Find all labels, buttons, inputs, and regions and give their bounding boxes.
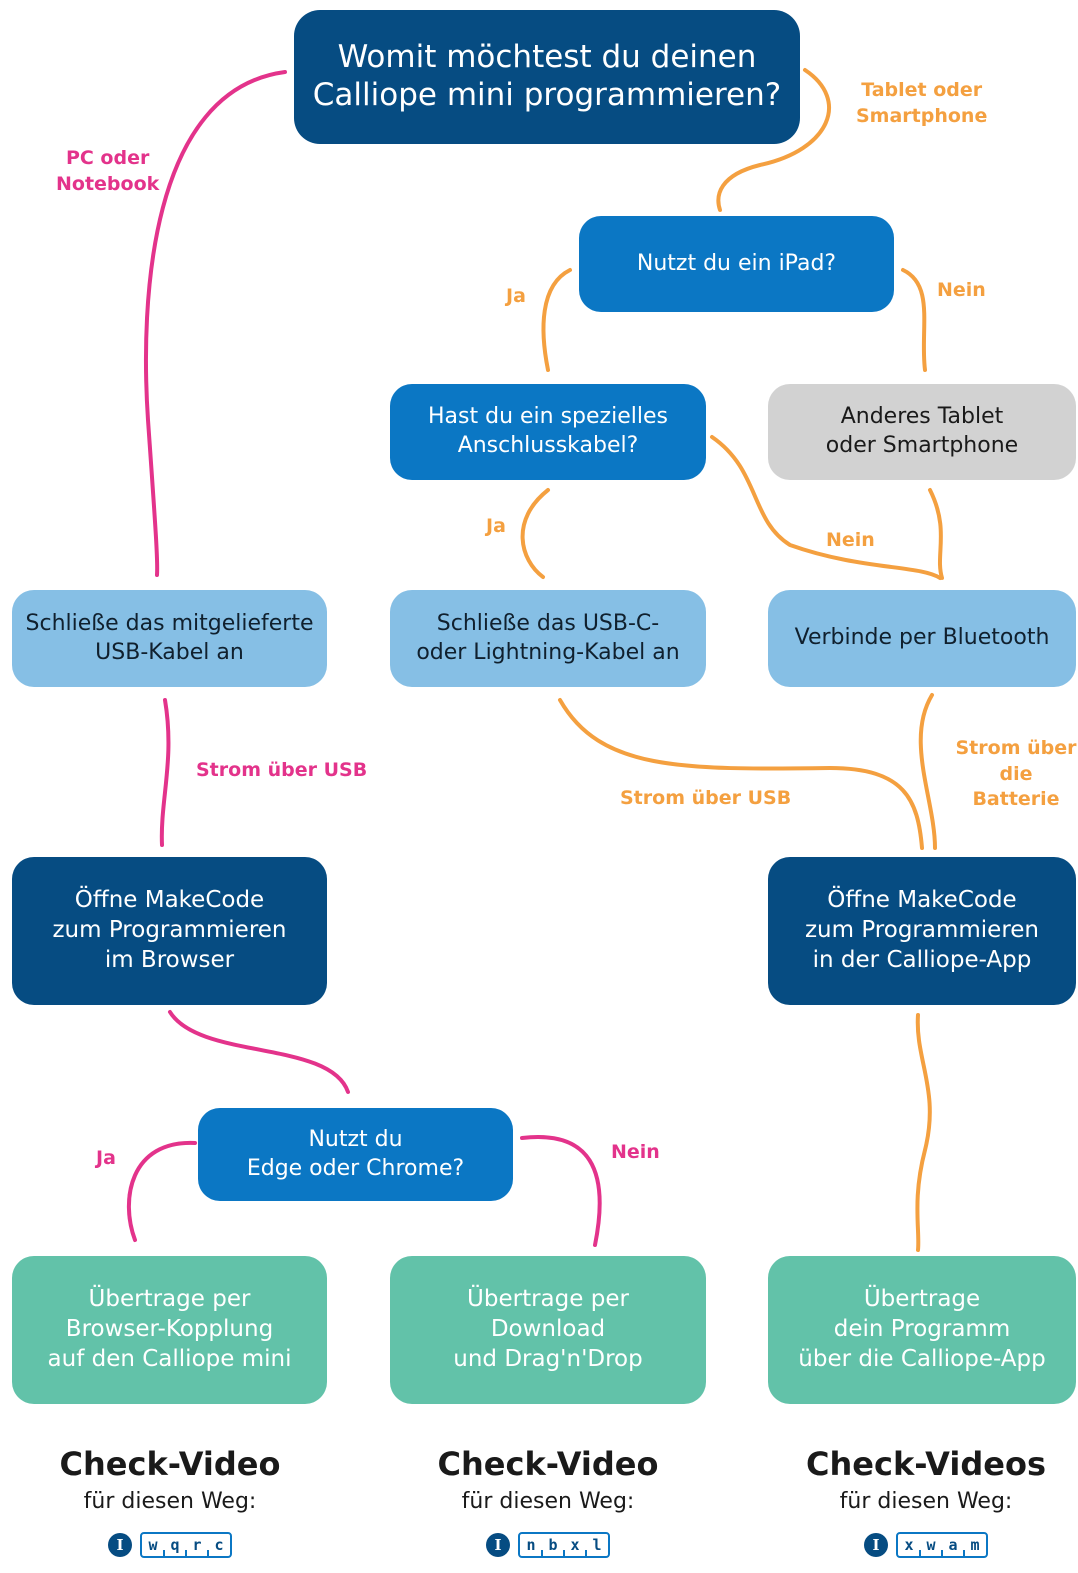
code-letter: n [526, 1536, 536, 1554]
check-video-left: Check-Video für diesen Weg: I w q r c [40, 1445, 300, 1558]
makecode-app-node: Öffne MakeCode zum Programmieren in der … [768, 857, 1076, 1005]
connector-pc-notebook [144, 70, 287, 577]
question-cable: Hast du ein spezielles Anschlusskabel? [390, 384, 706, 480]
code-box: n b x l [518, 1532, 610, 1558]
code-letter: q [163, 1534, 186, 1556]
other-tablet-text: Anderes Tablet oder Smartphone [825, 404, 1019, 458]
question-cable-text: Hast du ein spezielles Anschlusskabel? [428, 404, 668, 458]
check-video-subtitle: für diesen Weg: [461, 1489, 635, 1514]
label-browser-no: Nein [611, 1141, 660, 1163]
check-video-middle: Check-Video für diesen Weg: I n b x l [418, 1445, 678, 1558]
makecode-browser-node: Öffne MakeCode zum Programmieren im Brow… [12, 857, 327, 1005]
connector-other-bluetooth [928, 488, 944, 580]
code-letter: r [185, 1534, 208, 1556]
other-tablet-node: Anderes Tablet oder Smartphone [768, 384, 1076, 480]
connect-usb-text: Schließe das mitgelieferte USB-Kabel an [25, 610, 314, 665]
connector-power-usb-middle [558, 698, 924, 850]
check-video-right: Check-Videos für diesen Weg: I x w a m [796, 1445, 1056, 1558]
label-pc-notebook: PC oder Notebook [56, 147, 160, 195]
check-video-subtitle: für diesen Weg: [839, 1489, 1013, 1514]
transfer-app-node: Übertrage dein Programm über die Calliop… [768, 1256, 1076, 1404]
label-power-battery: Strom über die Batterie [955, 737, 1077, 811]
code-letter: w [919, 1534, 942, 1556]
connector-ipad-no [901, 268, 927, 372]
connector-ipad-yes [541, 268, 572, 372]
check-video-title: Check-Video [437, 1445, 659, 1483]
connect-usb-node: Schließe das mitgelieferte USB-Kabel an [12, 590, 327, 687]
code-letter: x [563, 1534, 586, 1556]
transfer-download-text: Übertrage per Download und Drag'n'Drop [453, 1286, 643, 1372]
label-power-usb-middle: Strom über USB [620, 787, 792, 809]
transfer-download-node: Übertrage per Download und Drag'n'Drop [390, 1256, 706, 1404]
question-ipad-text: Nutzt du ein iPad? [636, 250, 837, 276]
code-letter: x [904, 1536, 914, 1554]
transfer-app-text: Übertrage dein Programm über die Calliop… [798, 1286, 1046, 1372]
check-video-code[interactable]: I x w a m [796, 1532, 1056, 1558]
connector-power-usb-left [159, 698, 171, 847]
connector-browser-question [168, 1010, 350, 1094]
code-letter: a [941, 1534, 964, 1556]
check-video-title: Check-Video [59, 1445, 281, 1483]
label-power-usb-left: Strom über USB [196, 759, 368, 781]
code-box: x w a m [896, 1532, 988, 1558]
code-letter: w [148, 1536, 158, 1554]
question-ipad: Nutzt du ein iPad? [579, 216, 894, 312]
makecode-browser-text: Öffne MakeCode zum Programmieren im Brow… [52, 887, 287, 973]
check-video-code[interactable]: I n b x l [418, 1532, 678, 1558]
connector-browser-no [520, 1135, 602, 1247]
connect-usbc-text: Schließe das USB-C- oder Lightning-Kabel… [416, 610, 680, 665]
connector-cable-no [710, 435, 942, 580]
label-ipad-no: Nein [937, 279, 986, 301]
label-ipad-yes: Ja [506, 285, 526, 307]
label-cable-yes: Ja [486, 515, 506, 537]
info-circle-icon: I [864, 1533, 888, 1557]
check-video-title: Check-Videos [806, 1445, 1046, 1483]
code-letter: m [963, 1534, 986, 1556]
connector-power-battery [918, 693, 937, 850]
connect-usbc-node: Schließe das USB-C- oder Lightning-Kabel… [390, 590, 706, 687]
transfer-webusb-text: Übertrage per Browser-Kopplung auf den C… [47, 1286, 292, 1372]
question-main: Womit möchtest du deinen Calliope mini p… [294, 10, 800, 144]
connect-bluetooth-node: Verbinde per Bluetooth [768, 590, 1076, 687]
label-cable-no: Nein [826, 529, 875, 551]
question-main-text: Womit möchtest du deinen Calliope mini p… [312, 39, 782, 113]
info-circle-icon: I [108, 1533, 132, 1557]
connector-browser-yes [126, 1140, 197, 1242]
question-browser: Nutzt du Edge oder Chrome? [198, 1108, 513, 1201]
code-letter: l [585, 1534, 608, 1556]
code-box: w q r c [140, 1532, 232, 1558]
question-browser-text: Nutzt du Edge oder Chrome? [246, 1126, 465, 1181]
connector-cable-yes [520, 488, 550, 579]
code-letter: c [207, 1534, 230, 1556]
connector-app-transfer [915, 1013, 932, 1252]
connect-bluetooth-text: Verbinde per Bluetooth [794, 625, 1050, 651]
check-video-code[interactable]: I w q r c [40, 1532, 300, 1558]
connector-tablet-smartphone [716, 68, 832, 212]
label-tablet-smartphone: Tablet oder Smartphone [856, 79, 988, 127]
check-video-subtitle: für diesen Weg: [83, 1489, 257, 1514]
label-browser-yes: Ja [96, 1147, 116, 1169]
info-circle-icon: I [486, 1533, 510, 1557]
code-letter: b [541, 1534, 564, 1556]
makecode-app-text: Öffne MakeCode zum Programmieren in der … [804, 887, 1040, 973]
transfer-webusb-node: Übertrage per Browser-Kopplung auf den C… [12, 1256, 327, 1404]
